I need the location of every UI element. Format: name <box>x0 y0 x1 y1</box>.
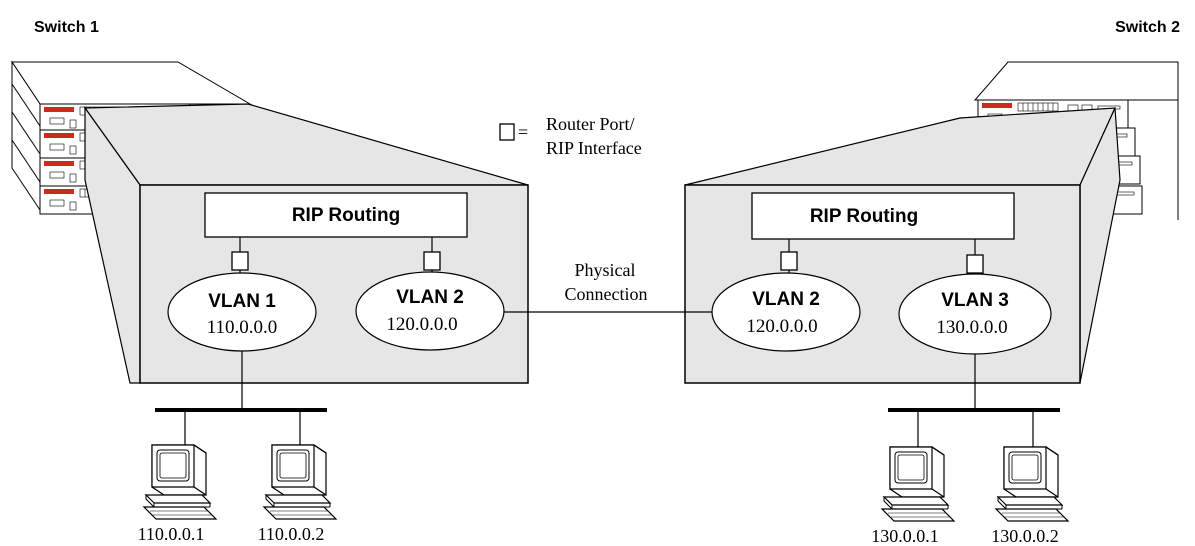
host-1-computer-icon <box>143 444 217 520</box>
switch-2-vlan-2: VLAN 2 120.0.0.0 <box>711 272 861 352</box>
switch-2-title: Switch 2 <box>1115 19 1180 36</box>
switch-1-rip-routing-box: RIP Routing <box>204 192 468 238</box>
physical-connection-label-1: Physical <box>575 260 636 280</box>
switch-2-rip-routing-box: RIP Routing <box>751 192 1015 240</box>
vlan-name: VLAN 2 <box>752 289 820 310</box>
host-1-address: 110.0.0.1 <box>138 524 205 544</box>
switch-1-lan <box>155 351 327 448</box>
switch-2-chassis <box>973 61 1179 220</box>
vlan-name: VLAN 1 <box>208 291 276 312</box>
host-4-address: 130.0.0.2 <box>991 526 1059 546</box>
vlan-network: 130.0.0.0 <box>936 317 1007 338</box>
switch-2-vlan-3-port-icon <box>966 254 984 274</box>
vlan-network: 120.0.0.0 <box>386 314 457 335</box>
legend-line-2: RIP Interface <box>546 138 642 158</box>
legend-line-1: Router Port/ <box>546 114 635 134</box>
vlan-network: 120.0.0.0 <box>746 316 817 337</box>
vlan-name: VLAN 3 <box>941 290 1009 311</box>
switch-1-chassis <box>11 60 252 215</box>
physical-connection-label-2: Connection <box>565 284 648 304</box>
switch-2-rip-routing-label: RIP Routing <box>810 206 918 227</box>
router-port-legend-icon <box>499 123 515 141</box>
host-2-address: 110.0.0.2 <box>258 524 325 544</box>
host-4-computer-icon <box>995 446 1069 522</box>
vlan-name: VLAN 2 <box>396 287 464 308</box>
switch-1-title: Switch 1 <box>34 19 99 36</box>
switch-2-vlan-2-port-icon <box>780 251 798 271</box>
switch-1-rip-routing-label: RIP Routing <box>292 205 400 226</box>
switch-1-vlan-1-port-icon <box>231 251 249 271</box>
legend: = Router Port/ RIP Interface <box>499 114 642 158</box>
switch-1-vlan-2-port-icon <box>423 251 441 271</box>
vlan-network: 110.0.0.0 <box>207 317 278 338</box>
switch-1-vlan-1: VLAN 1 110.0.0.0 <box>167 272 317 352</box>
switch-2-lan <box>888 354 1060 450</box>
host-3-address: 130.0.0.1 <box>871 526 939 546</box>
switch-2-vlan-3: VLAN 3 130.0.0.0 <box>898 273 1052 355</box>
legend-equals: = <box>518 122 528 142</box>
switch-1-vlan-2: VLAN 2 120.0.0.0 <box>355 271 505 351</box>
host-3-computer-icon <box>881 446 955 522</box>
host-2-computer-icon <box>263 444 337 520</box>
